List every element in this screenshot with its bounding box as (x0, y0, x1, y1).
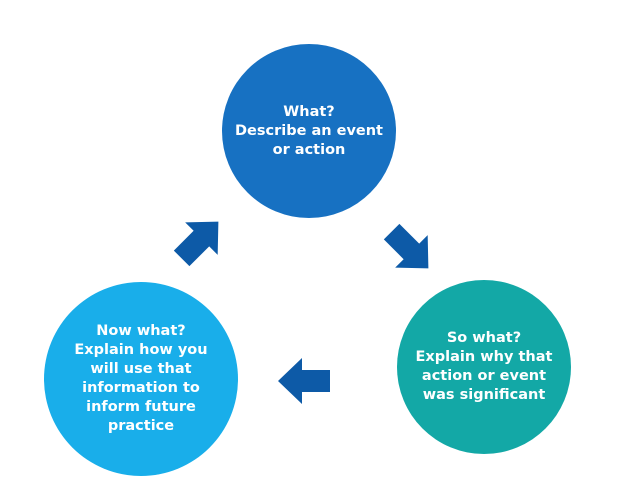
node-so-what-title: So what? (446, 330, 522, 346)
node-what-text: What? Describe an event or action (235, 103, 383, 160)
arrow-now-what-to-what-icon (160, 200, 240, 280)
node-what-title: What? (283, 103, 335, 120)
node-so-what-line: was significant (422, 387, 546, 403)
node-now-what-title: Now what? (96, 323, 186, 339)
node-now-what-line: information to (82, 380, 200, 396)
arrow-what-to-so-what-icon (370, 210, 450, 290)
node-so-what: So what? Explain why that action or even… (397, 280, 571, 454)
node-now-what-line: will use that (90, 361, 192, 377)
node-so-what-line: action or event (421, 368, 547, 384)
arrow-what-to-so-what-shape (383, 223, 429, 269)
node-now-what-text: Now what? Explain how you will use that … (74, 322, 207, 436)
arrow-now-what-to-what-shape (173, 221, 219, 267)
node-now-what-line: Explain how you (74, 342, 208, 358)
node-so-what-line: Explain why that (415, 349, 553, 365)
node-what: What? Describe an event or action (222, 44, 396, 218)
node-so-what-text: So what? Explain why that action or even… (416, 329, 553, 405)
node-now-what-line: inform future (86, 399, 196, 415)
arrow-so-what-to-now-what-shape (278, 358, 330, 404)
arrow-so-what-to-now-what-icon (262, 346, 346, 416)
node-what-line: or action (272, 141, 346, 158)
node-now-what: Now what? Explain how you will use that … (44, 282, 238, 476)
node-what-line: Describe an event (234, 122, 383, 139)
node-now-what-line: practice (107, 418, 175, 434)
